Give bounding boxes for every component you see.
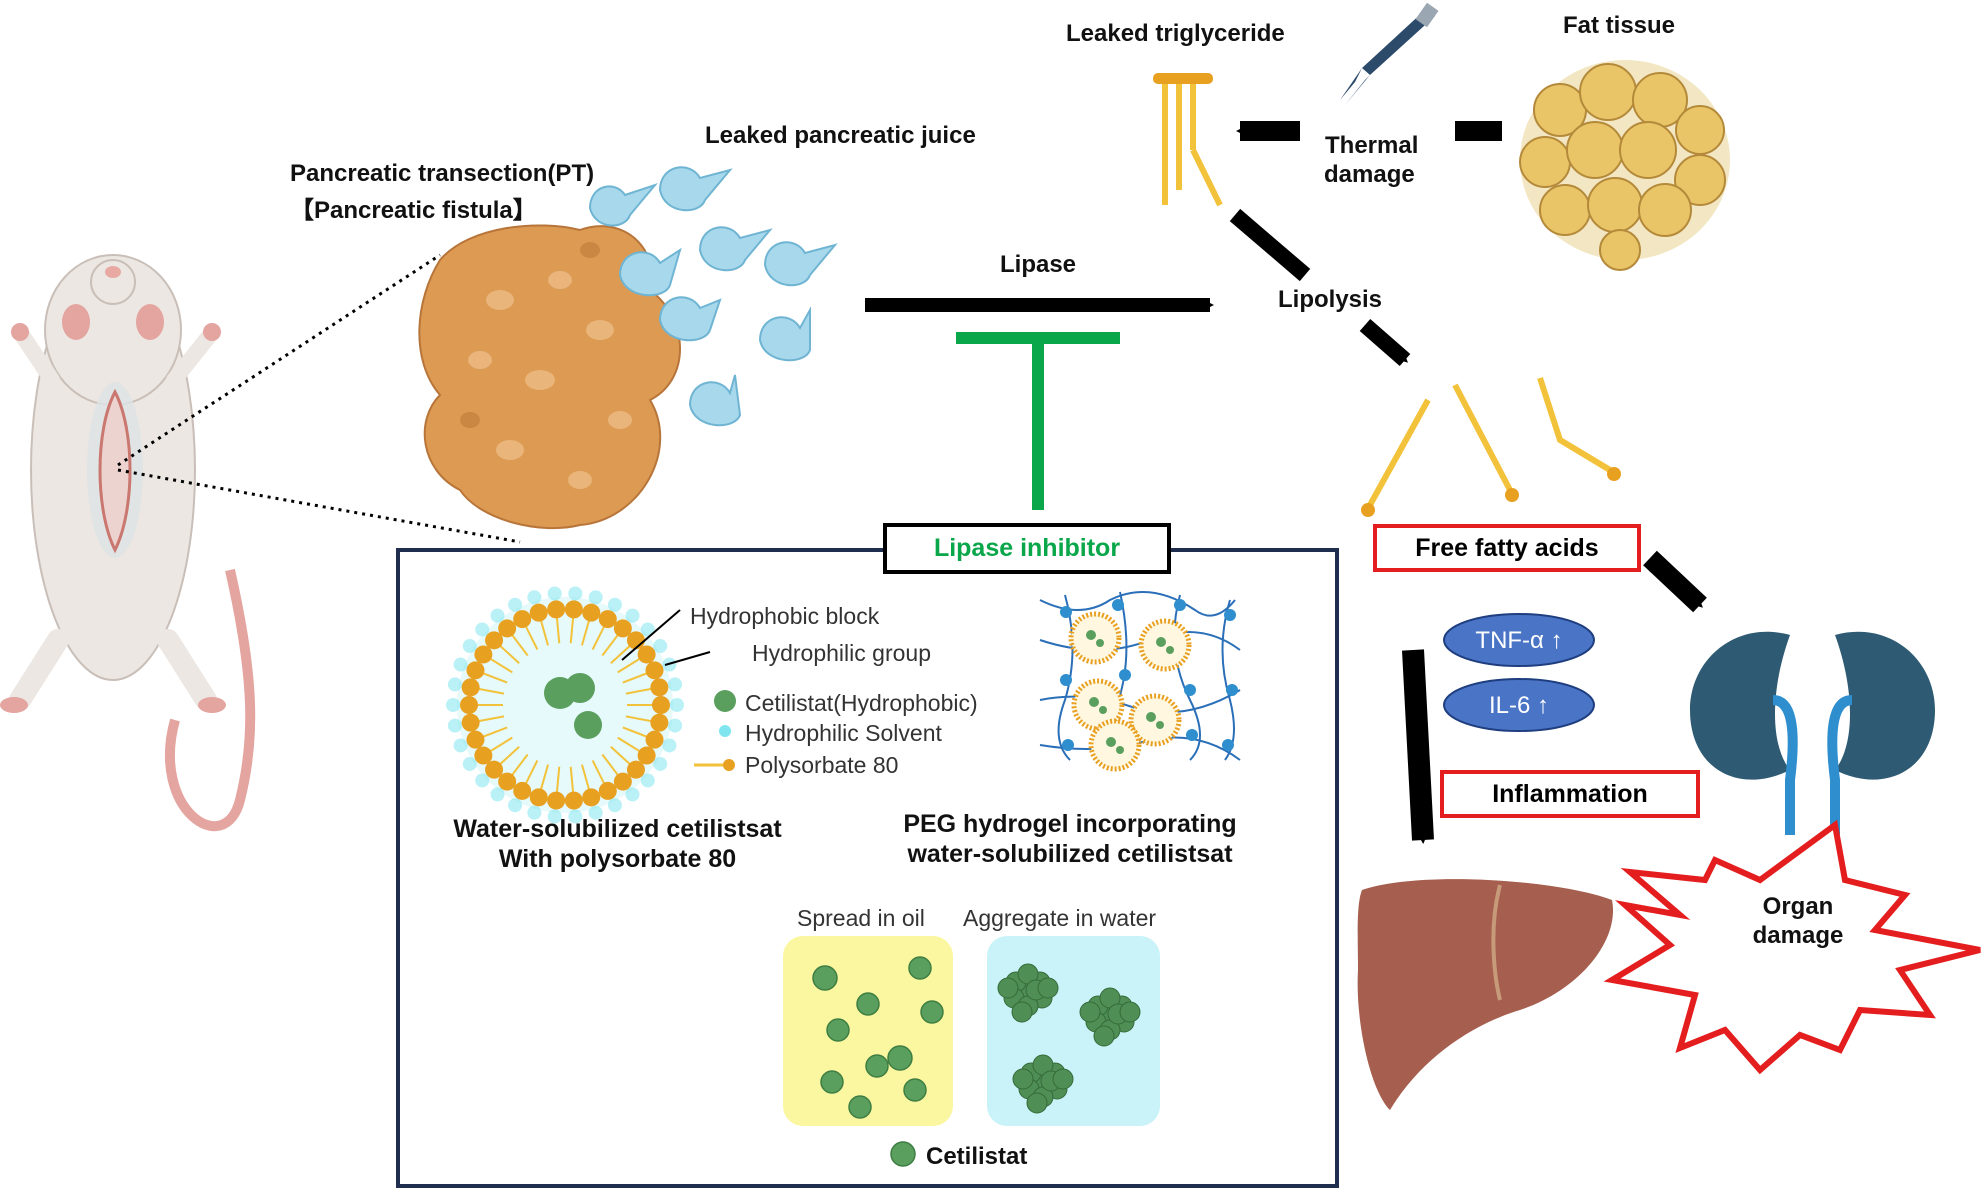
tg-to-lipolysis-arrow <box>1229 208 1311 282</box>
cetilistat-legend-label: Cetilistat <box>926 1143 1028 1170</box>
hydrophobic-block-pointer <box>621 609 681 661</box>
legend-cetilistat-label: Cetilistat(Hydrophobic) <box>745 690 978 716</box>
zoom-line-top <box>117 253 441 467</box>
spread-in-oil-label: Spread in oil <box>797 905 925 931</box>
pancreatic-juice-droplets <box>588 166 838 427</box>
rat-illustration <box>0 254 256 832</box>
organ-damage-burst <box>1603 819 1981 1075</box>
pancreas-illustration <box>418 224 681 529</box>
hydrogel-caption-line2: water-solubilized cetilistsat <box>907 840 1233 868</box>
tnf-alpha-oval <box>1443 613 1595 667</box>
triglyceride-illustration <box>1153 73 1223 207</box>
hydrophilic-group-label: Hydrophilic group <box>752 640 931 666</box>
organ-damage-line1: Organ <box>1762 893 1834 920</box>
fatty-acid-illustration <box>1367 377 1612 507</box>
inflammation-box: Inflammation <box>1440 770 1700 818</box>
free-fatty-acids-box: Free fatty acids <box>1373 524 1641 572</box>
kidneys-illustration <box>1690 631 1935 835</box>
leaked-juice-label: Leaked pancreatic juice <box>705 122 976 149</box>
lipolysis-to-ffa-arrow <box>1359 318 1411 367</box>
aggregate-cetilistat-clusters <box>997 963 1141 1114</box>
tnf-alpha-label: TNF-α ↑ <box>1475 627 1563 654</box>
il6-label: IL-6 ↑ <box>1488 692 1550 719</box>
micelle-illustration <box>446 586 684 824</box>
lipase-label: Lipase <box>1000 251 1077 278</box>
fat-tissue-label: Fat tissue <box>1563 12 1676 39</box>
aggregate-in-water-label: Aggregate in water <box>963 905 1157 931</box>
water-box <box>987 936 1160 1126</box>
pt-title-line2: 【Pancreatic fistula】 <box>290 197 537 224</box>
legend-solvent-dot <box>719 725 731 737</box>
inhibition-t-bar <box>956 332 1120 510</box>
legend-polysorbate-label: Polysorbate 80 <box>745 752 899 778</box>
thermal-damage-line1: Thermal <box>1325 132 1419 159</box>
hydrogel-caption-line1: PEG hydrogel incorporating <box>903 810 1237 838</box>
pt-title-line1: Pancreatic transection(PT) <box>290 160 595 187</box>
legend-polysorbate-head <box>723 759 735 771</box>
inflammation-to-liver-arrow <box>1402 649 1434 844</box>
thermal-damage-line2: damage <box>1324 161 1415 188</box>
micelle-caption-line2: With polysorbate 80 <box>498 845 737 873</box>
hydrophobic-block-label: Hydrophobic block <box>690 603 880 629</box>
hydrogel-illustration <box>1039 591 1241 772</box>
cetilistat-legend-dot <box>890 1141 916 1167</box>
lipase-inhibitor-label: Lipase inhibitor <box>883 523 1171 574</box>
legend-cetilistat-dot <box>714 690 736 712</box>
hydrophilic-group-pointer <box>664 651 711 666</box>
lipolysis-label: Lipolysis <box>1278 286 1383 313</box>
leaked-tg-label: Leaked triglyceride <box>1066 20 1285 47</box>
spread-cetilistat-dots <box>812 956 944 1119</box>
ffa-to-kidney-arrow <box>1643 550 1707 613</box>
liver-illustration <box>1357 879 1614 1110</box>
electrocautery-icon <box>1340 2 1439 105</box>
micelle-caption-line1: Water-solubilized cetilistsat <box>453 815 782 843</box>
organ-damage-line2: damage <box>1752 922 1844 949</box>
fat-tissue-illustration <box>1519 60 1730 271</box>
legend-solvent-label: Hydrophilic Solvent <box>745 720 942 746</box>
il6-oval <box>1443 678 1595 732</box>
inhibitor-detail-panel <box>396 548 1339 1188</box>
